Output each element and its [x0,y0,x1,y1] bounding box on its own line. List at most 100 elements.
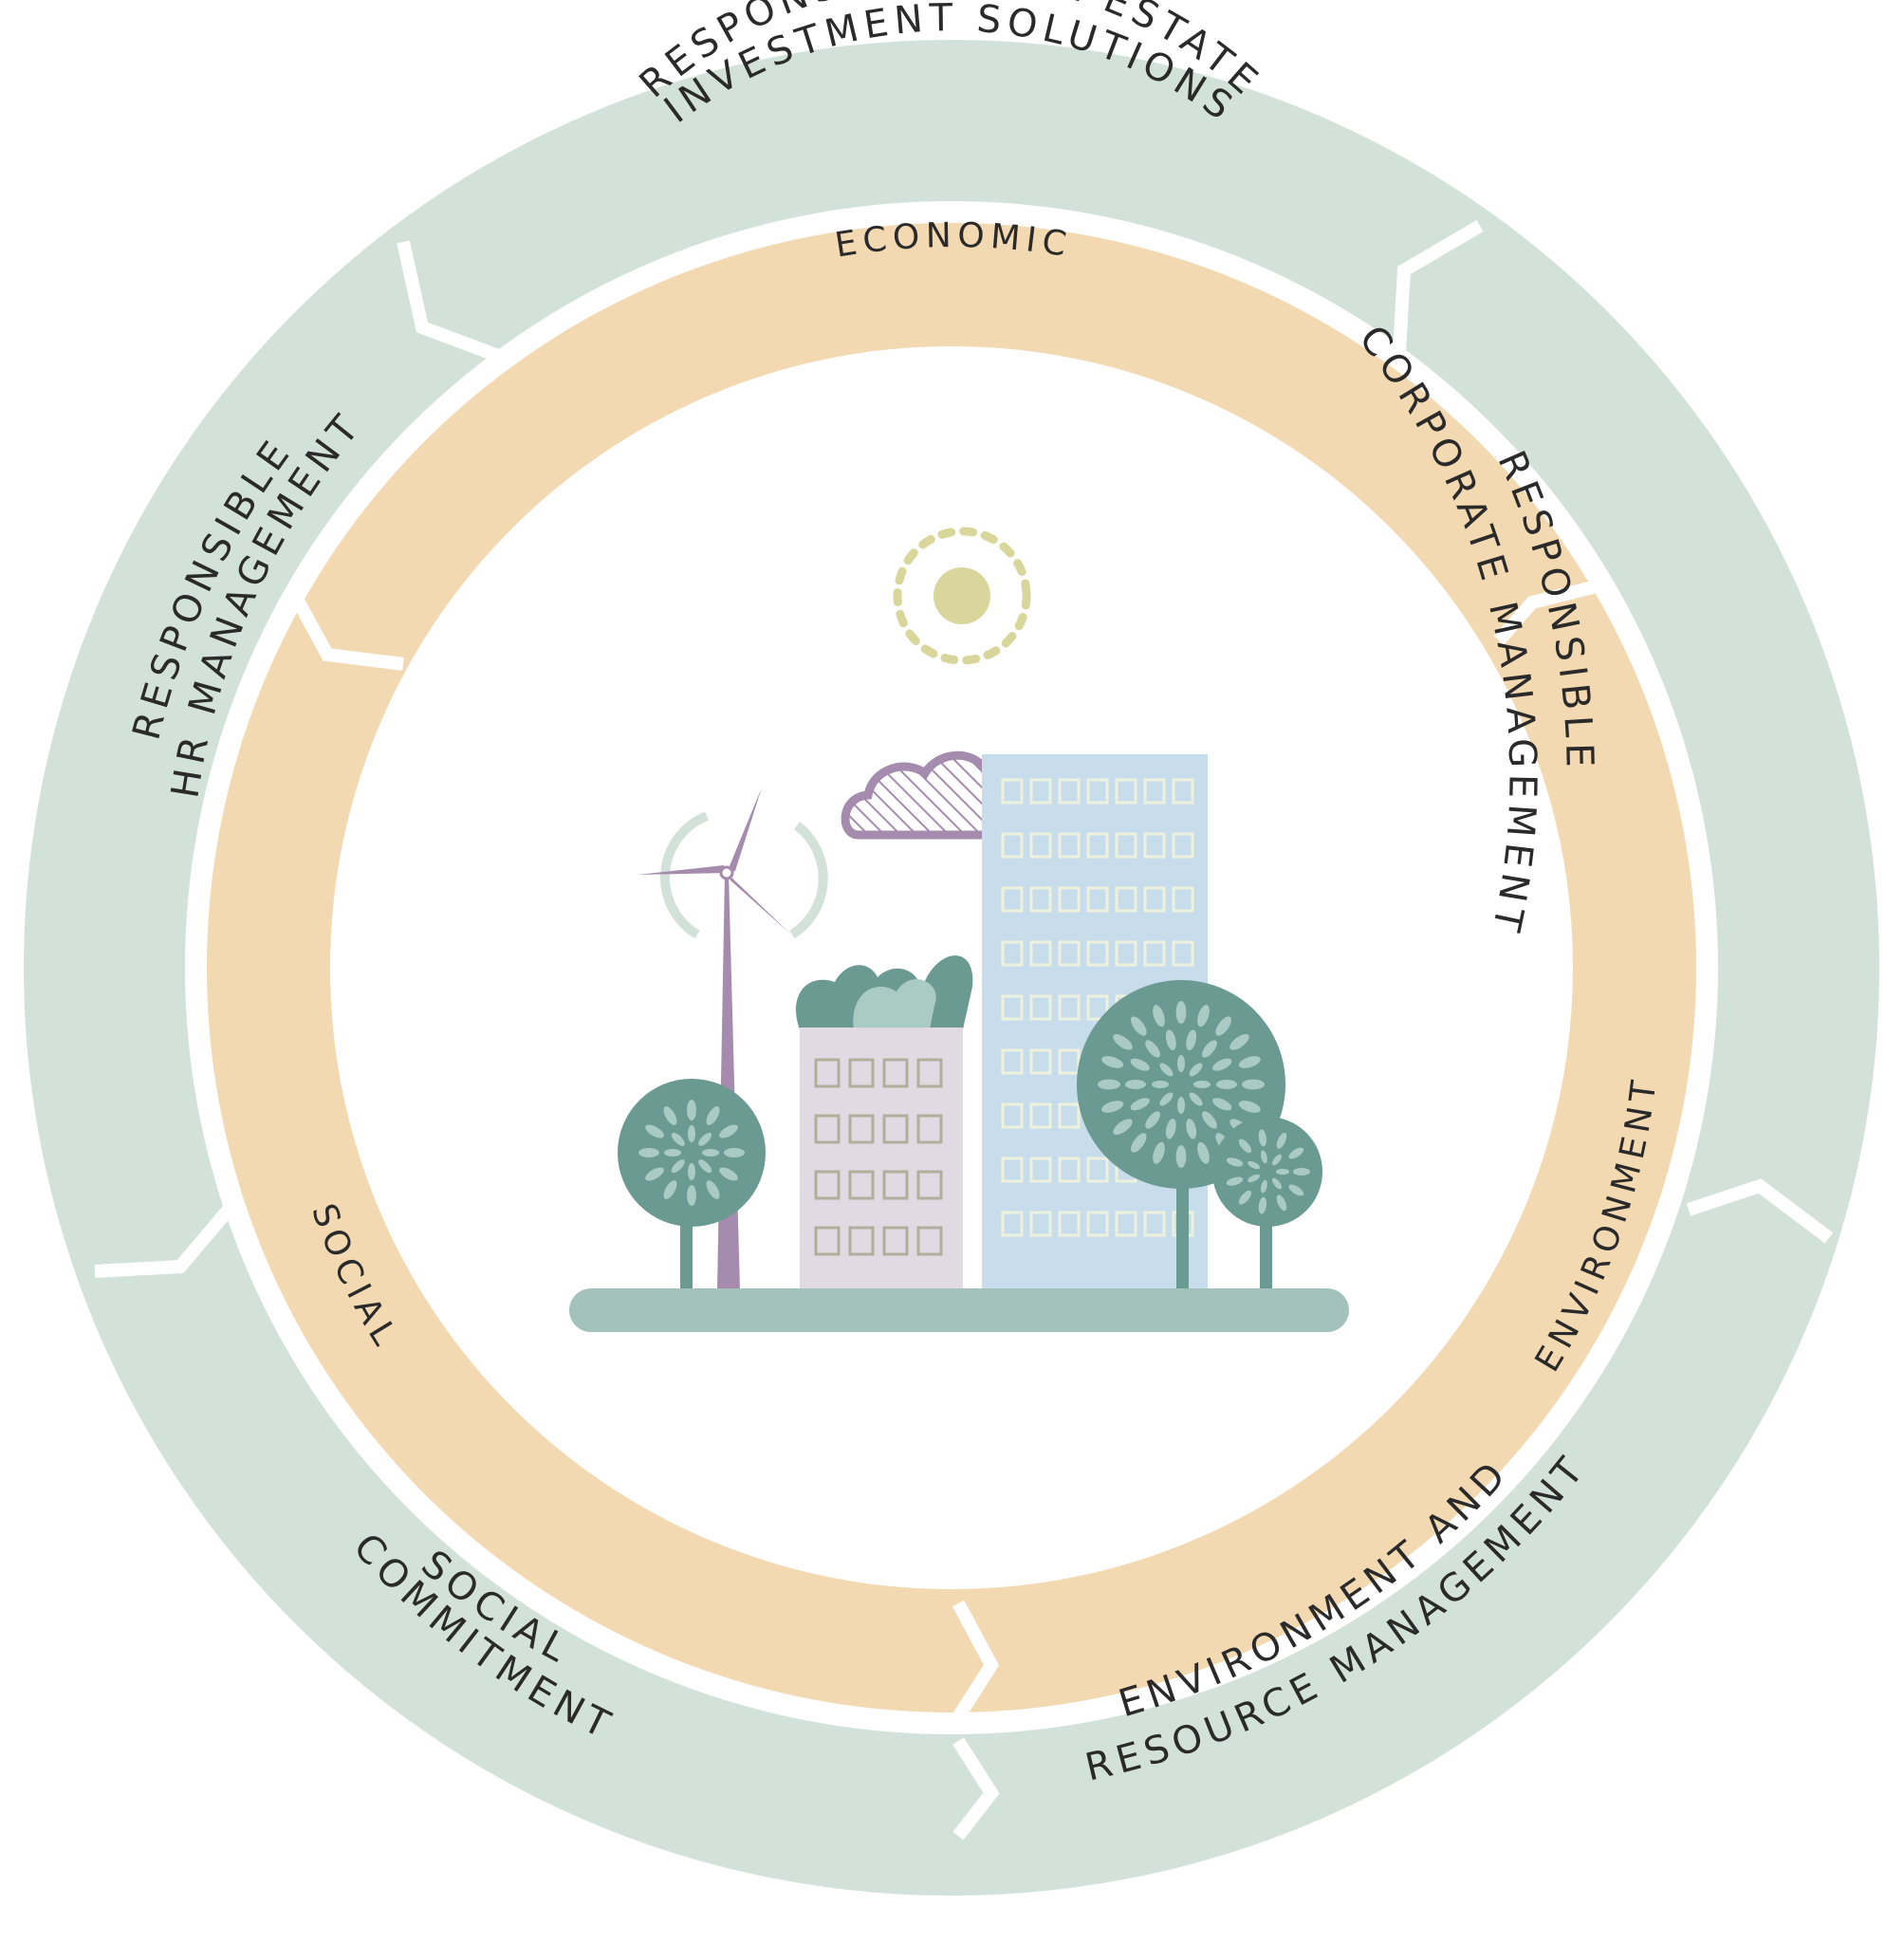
tower-window [1115,778,1137,805]
tower-window [1086,832,1109,859]
leaf [664,1148,681,1157]
tower-window [1172,886,1194,913]
tower-window [1143,778,1166,805]
small-building-window [916,1114,943,1144]
small-building-window [882,1226,909,1256]
leaf [1238,1056,1261,1068]
tower-window [1001,886,1024,913]
city-illustration [569,527,1349,1332]
leaf [638,1148,659,1157]
leaf [1175,1145,1187,1168]
leaf [1153,1005,1165,1028]
tower-window [1115,940,1137,967]
leaf [687,1100,696,1120]
tower-window [1058,832,1081,859]
leaf [706,1106,720,1125]
leaf [1293,1167,1310,1176]
tower-window [1029,1157,1052,1183]
leaf [1101,1101,1124,1113]
tower-window [1143,832,1166,859]
tower-window [1115,832,1137,859]
leaf [1098,1079,1120,1090]
small-building-window [848,1170,875,1200]
leaf [1276,1194,1287,1212]
small-building-window [848,1114,875,1144]
leaf [706,1180,720,1199]
small-building-windows [814,1058,943,1256]
tower-window [1001,994,1024,1021]
leaf [1189,1092,1203,1106]
leaf [1176,1097,1186,1114]
leaf [724,1148,745,1157]
leaf [1131,1133,1147,1153]
tower-window [1029,778,1052,805]
leaf [1186,1119,1197,1139]
leaf [687,1163,696,1180]
leaf [1202,1111,1217,1129]
tower-window [1058,1211,1081,1237]
leaf [663,1180,677,1199]
tower-window [1058,778,1081,805]
small-building-window [916,1226,943,1256]
small-building-window [814,1058,841,1088]
tower-window [1115,1211,1137,1237]
tower-window [1172,940,1194,967]
tower-window [1029,1102,1052,1129]
leaf [1238,1101,1261,1113]
tower-window [1172,778,1194,805]
leaf [1131,1016,1147,1036]
tower-window [1058,994,1081,1021]
tower-window [1029,994,1052,1021]
leaf [1125,1080,1146,1089]
leaf [1212,1098,1232,1111]
leaf [698,1159,712,1174]
leaf [1276,1132,1287,1149]
leaf [1258,1129,1267,1147]
leaf [1165,1119,1176,1139]
inner-ring-separators [292,577,1610,1721]
tower-window [1058,940,1081,967]
leaf [1159,1092,1174,1106]
leaf [1101,1056,1124,1068]
leaf [1238,1190,1252,1205]
leaf [1197,1141,1210,1164]
leaf [1288,1184,1304,1196]
tower-window [1029,1211,1052,1237]
tower-window [1172,832,1194,859]
leaf [1260,1179,1267,1194]
leaf [671,1132,685,1146]
leaf [645,1167,664,1181]
tower-window [1001,1157,1024,1183]
leaf [698,1132,712,1146]
leaf [1152,1080,1169,1089]
leaf [687,1125,696,1142]
leaf [1248,1160,1261,1170]
leaf [1202,1040,1217,1058]
leaf [719,1167,738,1181]
leaf [1226,1157,1244,1167]
tower-window [1001,1102,1024,1129]
small-building-window [882,1170,909,1200]
leaf [1165,1029,1176,1050]
tower-window [1143,940,1166,967]
outer-ring-separators [94,219,1834,1841]
inner-ring [207,223,1696,1721]
tower-window [1001,1048,1024,1075]
small-building [795,955,973,1290]
leaf [1197,1005,1210,1028]
tower-window [1058,1157,1081,1183]
leaf [1145,1040,1160,1058]
small-building-window [882,1114,909,1144]
tower-window [1143,886,1166,913]
leaf [1271,1177,1282,1190]
small-building-window [916,1058,943,1088]
leaf [1113,1119,1133,1135]
inner-ring-band [207,223,1696,1713]
leaf [1189,1063,1203,1077]
leaf [1260,1150,1267,1164]
leaf [1229,1034,1249,1050]
leaf [1271,1154,1282,1166]
leaf [1242,1079,1265,1090]
tower-window [1029,940,1052,967]
